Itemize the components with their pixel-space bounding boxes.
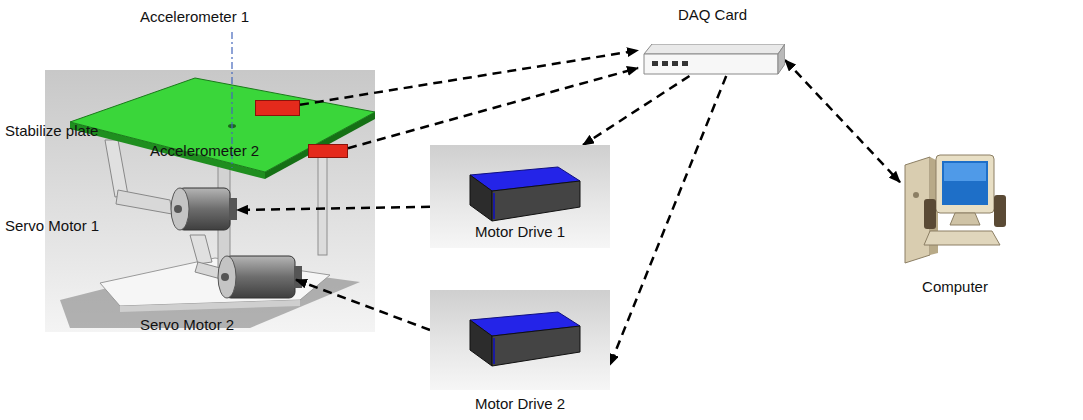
servo-motor-node: Servo Motor 2 [140, 250, 300, 335]
servo-motor-region [223, 255, 296, 300]
node-label: Motor Drive 2 [430, 395, 610, 413]
computer-icon [900, 135, 1010, 270]
illustration-panel [45, 70, 375, 332]
stabilize-plate-shape [70, 78, 375, 179]
computer-node: Computer [890, 130, 1020, 300]
computer [900, 135, 1010, 270]
drive-box-icon [493, 193, 495, 219]
drive-box-icon [492, 181, 580, 221]
node-label: Computer [890, 278, 1020, 296]
base-plate [120, 300, 300, 312]
signal-arrow [300, 50, 638, 104]
computer-icon [942, 161, 988, 205]
daq-device-icon [682, 61, 688, 66]
daq-device-icon [662, 61, 668, 66]
computer-icon [913, 192, 919, 198]
motor-drive-node: Motor Drive 1 [430, 145, 610, 248]
servo-motor-1-body [229, 198, 237, 220]
signal-arrow [610, 76, 726, 365]
computer-icon [924, 231, 1000, 245]
computer-icon [950, 213, 980, 225]
servo-motor-2-body [294, 266, 302, 288]
servo-motor-2-body [218, 256, 302, 298]
link-arms [318, 150, 327, 255]
daq-device-icon [672, 61, 678, 66]
servo-motor-2-body [218, 256, 236, 298]
node-label: Servo Motor 1 [5, 217, 99, 235]
servo-motor-region [178, 188, 237, 232]
node-label: Accelerometer 1 [140, 8, 249, 26]
servo-motor-node: Servo Motor 1 [5, 185, 237, 235]
accelerometer-sensor [255, 100, 300, 116]
daq-device-icon [778, 44, 785, 74]
link-arms [190, 235, 212, 264]
servo-motor-2-body [221, 273, 229, 281]
accelerometer-node: Accelerometer 2 [150, 140, 350, 164]
daq-card [638, 44, 785, 76]
drive-box-icon [492, 326, 580, 366]
computer-icon [936, 155, 994, 213]
link-arms [116, 190, 172, 214]
node-label: DAQ Card [630, 6, 795, 24]
daq-device-icon [652, 61, 658, 66]
stabilize-plate-shape [70, 78, 375, 172]
drive-box-icon [493, 338, 495, 364]
motor-drive-panel [430, 290, 610, 390]
node-label: Motor Drive 1 [430, 223, 610, 241]
accelerometer-sensor [308, 144, 348, 158]
accelerometer-node: Accelerometer 1 [140, 8, 305, 118]
daq-card-node: DAQ Card [630, 4, 795, 82]
drive-box-icon [470, 320, 492, 366]
signal-arrow [296, 280, 430, 330]
node-label: Accelerometer 2 [150, 142, 259, 160]
computer-icon [994, 195, 1006, 227]
daq-device-icon [644, 44, 785, 54]
computer-icon [924, 199, 936, 229]
signal-arrow [583, 76, 689, 145]
computer-icon [944, 163, 986, 181]
signal-arrow [237, 207, 430, 210]
base-plate [100, 258, 330, 312]
daq-device-icon [644, 54, 778, 74]
drive-box-icon [430, 290, 610, 390]
drive-box-icon [470, 175, 492, 221]
illustration-panel [45, 70, 375, 332]
part-label: Stabilize plate [5, 122, 98, 140]
node-label: Servo Motor 2 [140, 316, 234, 334]
signal-arrow [785, 60, 900, 182]
servo-motor-1-body [174, 205, 182, 213]
link-arms [105, 140, 128, 197]
servo-motor-1-body [171, 188, 237, 230]
daq-device-icon [638, 44, 785, 76]
servo-motor-1-body [171, 188, 189, 230]
motor-drive-node: Motor Drive 2 [430, 290, 610, 416]
